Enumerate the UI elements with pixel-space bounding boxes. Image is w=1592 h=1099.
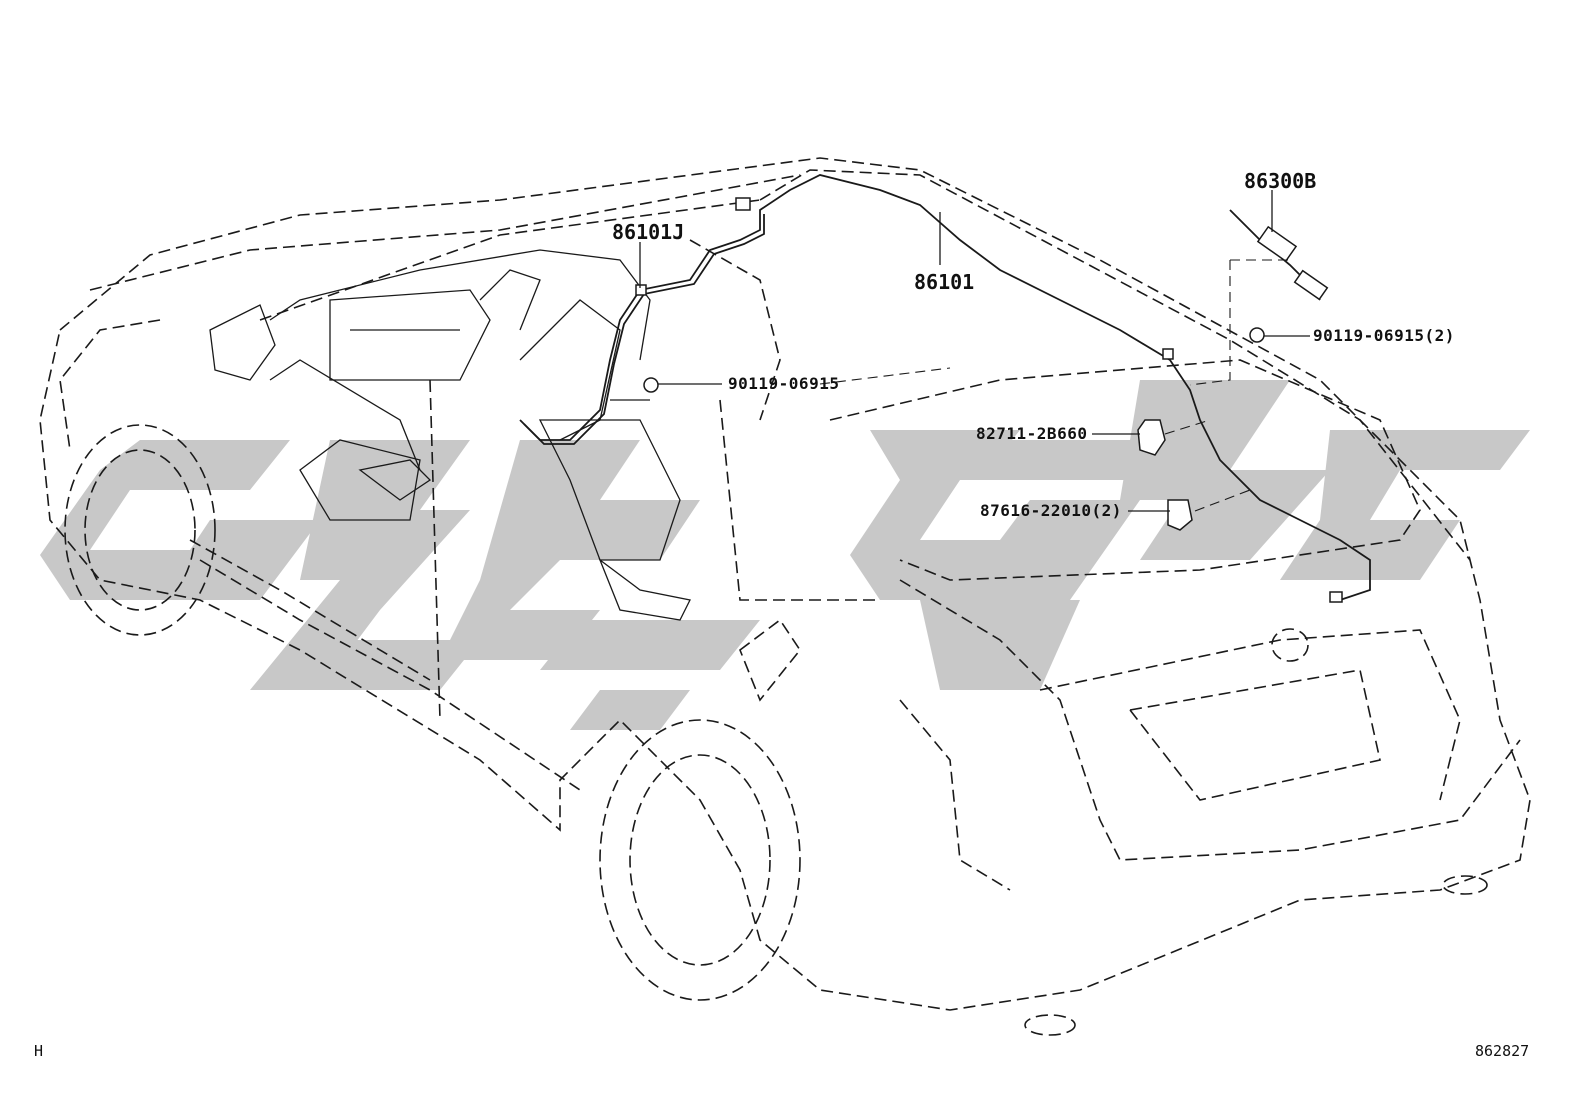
part-glyphs	[635, 197, 1343, 603]
label-86101J: 86101J	[612, 220, 685, 244]
car-outline	[39, 157, 1531, 1036]
leader-lines	[639, 190, 1310, 512]
car-interior	[209, 249, 691, 621]
label-87616-22010-2: 87616-22010(2)	[980, 501, 1122, 520]
guide-lines	[819, 259, 1290, 512]
label-82711-2B660: 82711-2B660	[976, 424, 1088, 443]
figure-number: 862827	[1475, 1042, 1530, 1060]
label-90119-06915-2: 90119-06915(2)	[1313, 326, 1455, 345]
corner-mark-left: H	[34, 1042, 44, 1060]
label-86101: 86101	[914, 270, 975, 294]
watermark-logo	[40, 380, 1530, 730]
label-90119-06915: 90119-06915	[728, 374, 840, 393]
label-86300B: 86300B	[1244, 169, 1317, 193]
